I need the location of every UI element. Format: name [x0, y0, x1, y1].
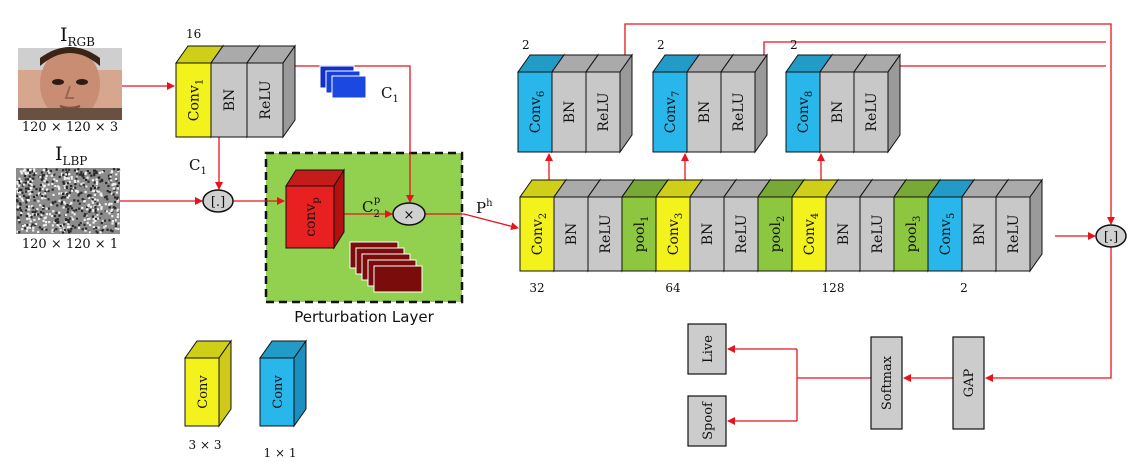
multiply-node: × [393, 203, 425, 225]
branch3-relu-block-label: ReLU [864, 92, 880, 131]
gap-box: GAP [953, 337, 984, 429]
stem-relu-block-label: ReLU [258, 80, 274, 119]
legend-size-1: 3 × 3 [189, 438, 222, 452]
branch3-to-concat-line [899, 66, 1106, 72]
legend: Conv 3 × 3 Conv 1 × 1 [185, 341, 306, 460]
spoof-box: Spoof [688, 396, 726, 446]
branch3-relu-block: ReLU [854, 55, 900, 152]
svg-text:×: × [404, 208, 415, 223]
legend-conv3-block-label: Conv [196, 375, 211, 409]
svg-text:Softmax: Softmax [880, 355, 895, 410]
branch1-relu-block: ReLU [586, 55, 632, 152]
main-block-3-relu-label: ReLU [598, 214, 614, 253]
convp-block: convp [286, 170, 344, 248]
main-block-15-relu: ReLU [996, 180, 1042, 271]
stem-bn-block-label: BN [222, 89, 238, 112]
svg-text:Spoof: Spoof [701, 401, 716, 440]
stem-filters: 16 [186, 27, 201, 41]
svg-text:Live: Live [701, 335, 716, 363]
filter-label-64: 64 [665, 281, 681, 295]
main-block-14-bn-label: BN [972, 223, 988, 246]
filter-label-128: 128 [822, 281, 845, 295]
c1-feature-maps [320, 66, 366, 98]
c1-left-label: C1 [189, 156, 207, 177]
main-block-7-relu-label: ReLU [734, 214, 750, 253]
branch3-filters: 2 [790, 38, 798, 52]
branch3-bn-block-label: BN [830, 101, 846, 124]
legend-conv1-block-label: Conv [271, 375, 286, 409]
legend-conv3-block: Conv [185, 341, 231, 426]
live-box: Live [688, 324, 726, 374]
rgb-label: IRGB [60, 24, 95, 49]
svg-text:GAP: GAP [962, 368, 977, 397]
branch1-bn-block-label: BN [562, 101, 578, 124]
lbp-input: ILBP 120 × 120 × 1 [16, 143, 120, 252]
perturbation-title: Perturbation Layer [294, 308, 434, 326]
softmax-box: Softmax [871, 337, 902, 429]
lbp-label: ILBP [55, 143, 87, 168]
c1-top-label: C1 [381, 84, 399, 105]
filter-label-32: 32 [529, 281, 544, 295]
branch2-filters: 2 [657, 38, 665, 52]
branch2-relu-block-label: ReLU [731, 92, 747, 131]
main-block-11-relu-label: ReLU [870, 214, 886, 253]
concat-node-input: [.] [203, 190, 233, 212]
ph-label: Ph [476, 198, 493, 217]
legend-size-2: 1 × 1 [264, 446, 297, 460]
svg-text:[.]: [.] [1104, 230, 1118, 245]
main-filter-labels: 32 64 128 2 [529, 281, 967, 295]
lbp-size: 120 × 120 × 1 [22, 237, 118, 252]
branch1-filters: 2 [522, 38, 530, 52]
main-block-15-relu-label: ReLU [1006, 214, 1022, 253]
stem-relu-block: ReLU [247, 46, 295, 137]
filter-label-2: 2 [960, 281, 968, 295]
concat-node-output: [.] [1096, 225, 1126, 247]
main-block-6-bn-label: BN [700, 223, 716, 246]
legend-conv1-block: Conv [260, 341, 306, 426]
branch1-relu-block-label: ReLU [596, 92, 612, 131]
branch2-relu-block: ReLU [721, 55, 767, 152]
main-block-2-bn-label: BN [564, 223, 580, 246]
main-block-10-bn-label: BN [836, 223, 852, 246]
rgb-size: 120 × 120 × 3 [22, 120, 118, 135]
rgb-input: IRGB 120 × 120 × 3 [18, 24, 122, 135]
branch2-bn-block-label: BN [697, 101, 713, 124]
svg-text:[.]: [.] [211, 195, 225, 210]
lbp-texture-image [16, 168, 120, 234]
rgb-face-image [18, 47, 122, 120]
